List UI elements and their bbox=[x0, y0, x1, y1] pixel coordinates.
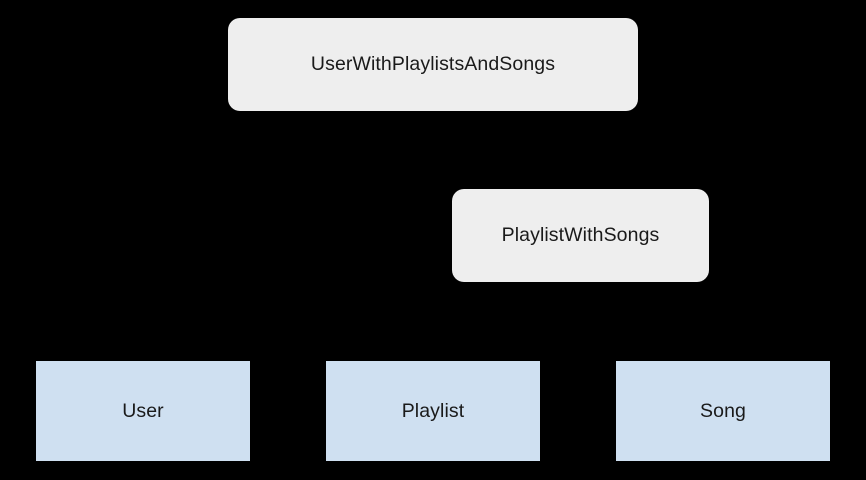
edge-user-with-playlists-and-songs-to-user bbox=[142, 111, 301, 361]
node-label: Song bbox=[700, 399, 746, 422]
node-user[interactable]: User bbox=[36, 361, 250, 461]
node-label: UserWithPlaylistsAndSongs bbox=[310, 53, 556, 76]
node-user-with-playlists-and-songs[interactable]: UserWithPlaylistsAndSongs bbox=[228, 18, 638, 111]
node-playlist-with-songs[interactable]: PlaylistWithSongs bbox=[452, 189, 709, 282]
node-label: User bbox=[122, 399, 164, 422]
node-label: Playlist bbox=[401, 399, 465, 422]
edge-user-with-playlists-and-songs-to-playlist-with-songs bbox=[519, 111, 581, 189]
node-label: PlaylistWithSongs bbox=[501, 224, 660, 247]
edge-playlist-with-songs-to-playlist bbox=[432, 282, 521, 361]
edge-playlist-with-songs-to-song bbox=[639, 282, 724, 361]
node-playlist[interactable]: Playlist bbox=[326, 361, 540, 461]
node-song[interactable]: Song bbox=[616, 361, 830, 461]
